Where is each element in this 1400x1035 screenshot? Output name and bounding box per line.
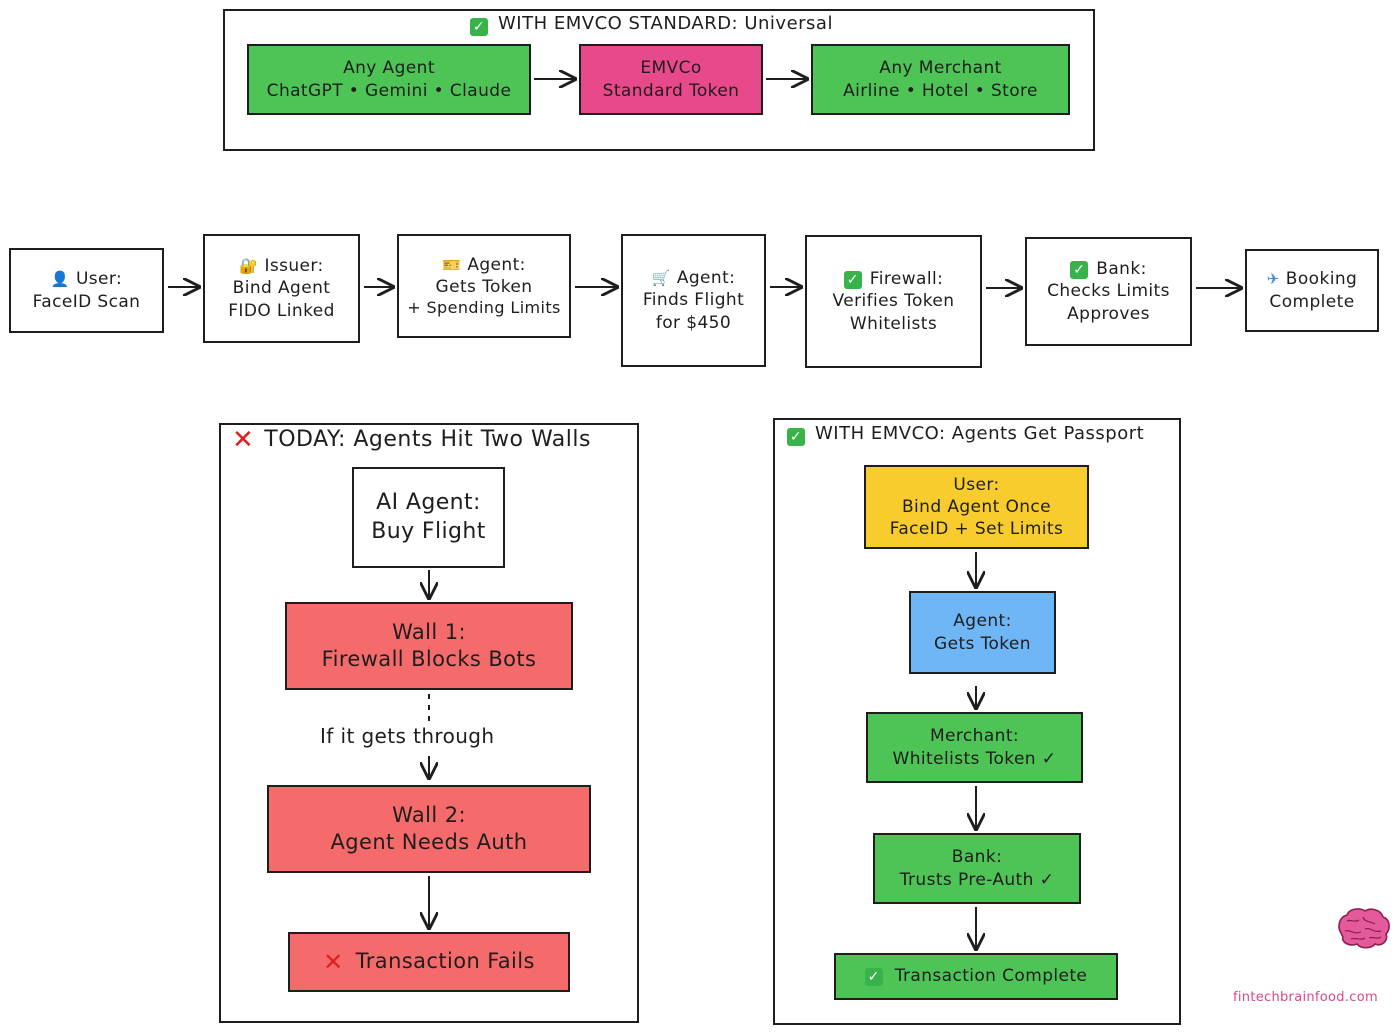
any-merchant-line1: Any Merchant — [879, 58, 1002, 79]
transaction-complete-label: Transaction Complete — [894, 966, 1088, 987]
check-icon: ✓ — [787, 428, 805, 446]
emvco-frame-title: ✓ WITH EMVCO: Agents Get Passport — [787, 423, 1144, 446]
flow-step-issuer: 🔐 Issuer: Bind Agent FIDO Linked — [203, 234, 360, 343]
check-icon: ✓ — [843, 271, 862, 290]
ai-agent-line2: Buy Flight — [371, 518, 486, 544]
flow-step-agent-token-title: Agent: — [467, 254, 526, 275]
flow-step-agent-flight-line2: Finds Flight — [642, 290, 745, 311]
flow-step-issuer-line2: Bind Agent — [232, 278, 331, 299]
flow-step-agent-flight-line3: for $450 — [655, 312, 732, 333]
check-icon: ✓ — [1070, 261, 1089, 280]
check-icon: ✓ — [864, 967, 883, 986]
flow-step-issuer-line1: 🔐 Issuer: — [239, 255, 323, 277]
flow-step-user: 👤 User: FaceID Scan — [9, 248, 164, 333]
wall-2-line1: Wall 2: — [392, 802, 466, 827]
agent-gets-token-box: Agent: Gets Token — [909, 591, 1056, 674]
wall-1-line2: Firewall Blocks Bots — [321, 647, 537, 671]
flow-step-firewall-line3: Whitelists — [849, 313, 938, 334]
bank-trusts-box: Bank: Trusts Pre-Auth ✓ — [873, 833, 1081, 904]
flow-step-user-line2: FaceID Scan — [32, 291, 141, 312]
flow-step-booking-title: Booking — [1285, 269, 1358, 290]
flow-step-issuer-line3: FIDO Linked — [228, 300, 335, 321]
flow-step-bank-title: Bank: — [1096, 259, 1147, 280]
ai-agent-line1: AI Agent: — [376, 489, 481, 515]
transaction-fails-label: Transaction Fails — [355, 949, 535, 974]
emvco-token-line1: EMVCo — [640, 58, 702, 79]
flow-step-agent-flight-title: Agent: — [676, 268, 736, 289]
wall-1-line1: Wall 1: — [392, 619, 466, 644]
transaction-complete-box: ✓ Transaction Complete — [834, 953, 1118, 1000]
flow-step-agent-flight: 🛒 Agent: Finds Flight for $450 — [621, 234, 766, 367]
flow-step-agent-flight-line1: 🛒 Agent: — [652, 267, 736, 289]
any-agent-box: Any Agent ChatGPT • Gemini • Claude — [247, 44, 531, 115]
airplane-icon: ✈ — [1266, 270, 1280, 289]
transaction-fails-box: ✕ Transaction Fails — [288, 932, 570, 992]
any-agent-line1: Any Agent — [343, 58, 435, 79]
flow-step-firewall: ✓ Firewall: Verifies Token Whitelists — [805, 235, 982, 368]
flow-step-agent-token-line2: Gets Token — [435, 276, 533, 297]
emvco-token-box: EMVCo Standard Token — [579, 44, 763, 115]
user-bind-line1: User: — [953, 474, 1000, 495]
flow-step-firewall-title: Firewall: — [869, 269, 944, 290]
emvco-frame-title-text: WITH EMVCO: Agents Get Passport — [815, 423, 1145, 444]
wall-1-box: Wall 1: Firewall Blocks Bots — [285, 602, 573, 690]
flow-step-agent-token-line3: + Spending Limits — [407, 297, 561, 317]
brain-logo-icon — [1338, 908, 1390, 949]
flow-step-booking-line2: Complete — [1269, 291, 1355, 312]
flow-step-booking: ✈ Booking Complete — [1245, 249, 1379, 332]
flow-step-agent-token-line1: 🎫 Agent: — [442, 254, 526, 276]
flow-step-bank-line3: Approves — [1067, 303, 1150, 324]
footer-site: fintechbrainfood.com — [1233, 990, 1378, 1005]
today-frame-title-text: TODAY: Agents Hit Two Walls — [264, 427, 591, 452]
flow-step-issuer-title: Issuer: — [264, 256, 324, 277]
cross-icon: ✕ — [232, 425, 255, 455]
flow-step-user-title: User: — [75, 269, 123, 290]
merchant-whitelists-box: Merchant: Whitelists Token ✓ — [866, 712, 1083, 783]
flow-step-user-line1: 👤 User: — [51, 268, 122, 290]
if-gets-through-note: If it gets through — [320, 724, 495, 748]
flow-step-bank: ✓ Bank: Checks Limits Approves — [1025, 237, 1192, 346]
today-frame-title: ✕ TODAY: Agents Hit Two Walls — [232, 427, 591, 453]
user-bind-line2: Bind Agent Once — [901, 496, 1052, 517]
check-icon: ✓ — [470, 18, 488, 36]
cart-icon: 🛒 — [651, 269, 671, 288]
agent-gets-token-line2: Gets Token — [934, 633, 1031, 654]
agent-gets-token-line1: Agent: — [953, 611, 1012, 632]
any-merchant-line2: Airline • Hotel • Store — [843, 80, 1038, 101]
flow-step-bank-line2: Checks Limits — [1047, 281, 1170, 302]
bank-trusts-line2: Trusts Pre-Auth ✓ — [899, 869, 1055, 890]
flow-step-firewall-line2: Verifies Token — [832, 291, 955, 312]
ticket-icon: 🎫 — [442, 255, 462, 274]
bank-trusts-line1: Bank: — [951, 847, 1003, 868]
user-bind-line3: FaceID + Set Limits — [889, 519, 1064, 540]
merchant-whitelists-line1: Merchant: — [929, 726, 1020, 747]
user-bind-box: User: Bind Agent Once FaceID + Set Limit… — [864, 465, 1089, 549]
wall-2-line2: Agent Needs Auth — [330, 830, 528, 854]
flow-step-firewall-line1: ✓ Firewall: — [843, 268, 944, 290]
flow-step-agent-token: 🎫 Agent: Gets Token + Spending Limits — [397, 234, 571, 338]
ai-agent-box: AI Agent: Buy Flight — [352, 467, 505, 568]
lock-key-icon: 🔐 — [239, 257, 259, 276]
merchant-whitelists-line2: Whitelists Token ✓ — [892, 748, 1057, 769]
wall-2-box: Wall 2: Agent Needs Auth — [267, 785, 591, 873]
any-merchant-box: Any Merchant Airline • Hotel • Store — [811, 44, 1070, 115]
top-frame-title-text: WITH EMVCO STANDARD: Universal — [498, 13, 833, 34]
emvco-token-line2: Standard Token — [602, 80, 740, 101]
user-icon: 👤 — [50, 270, 70, 289]
cross-icon: ✕ — [323, 948, 344, 976]
any-agent-line2: ChatGPT • Gemini • Claude — [266, 80, 512, 101]
flow-step-bank-line1: ✓ Bank: — [1070, 258, 1146, 280]
flow-step-booking-line1: ✈ Booking — [1267, 268, 1357, 290]
top-frame-title: ✓ WITH EMVCO STANDARD: Universal — [470, 13, 833, 36]
